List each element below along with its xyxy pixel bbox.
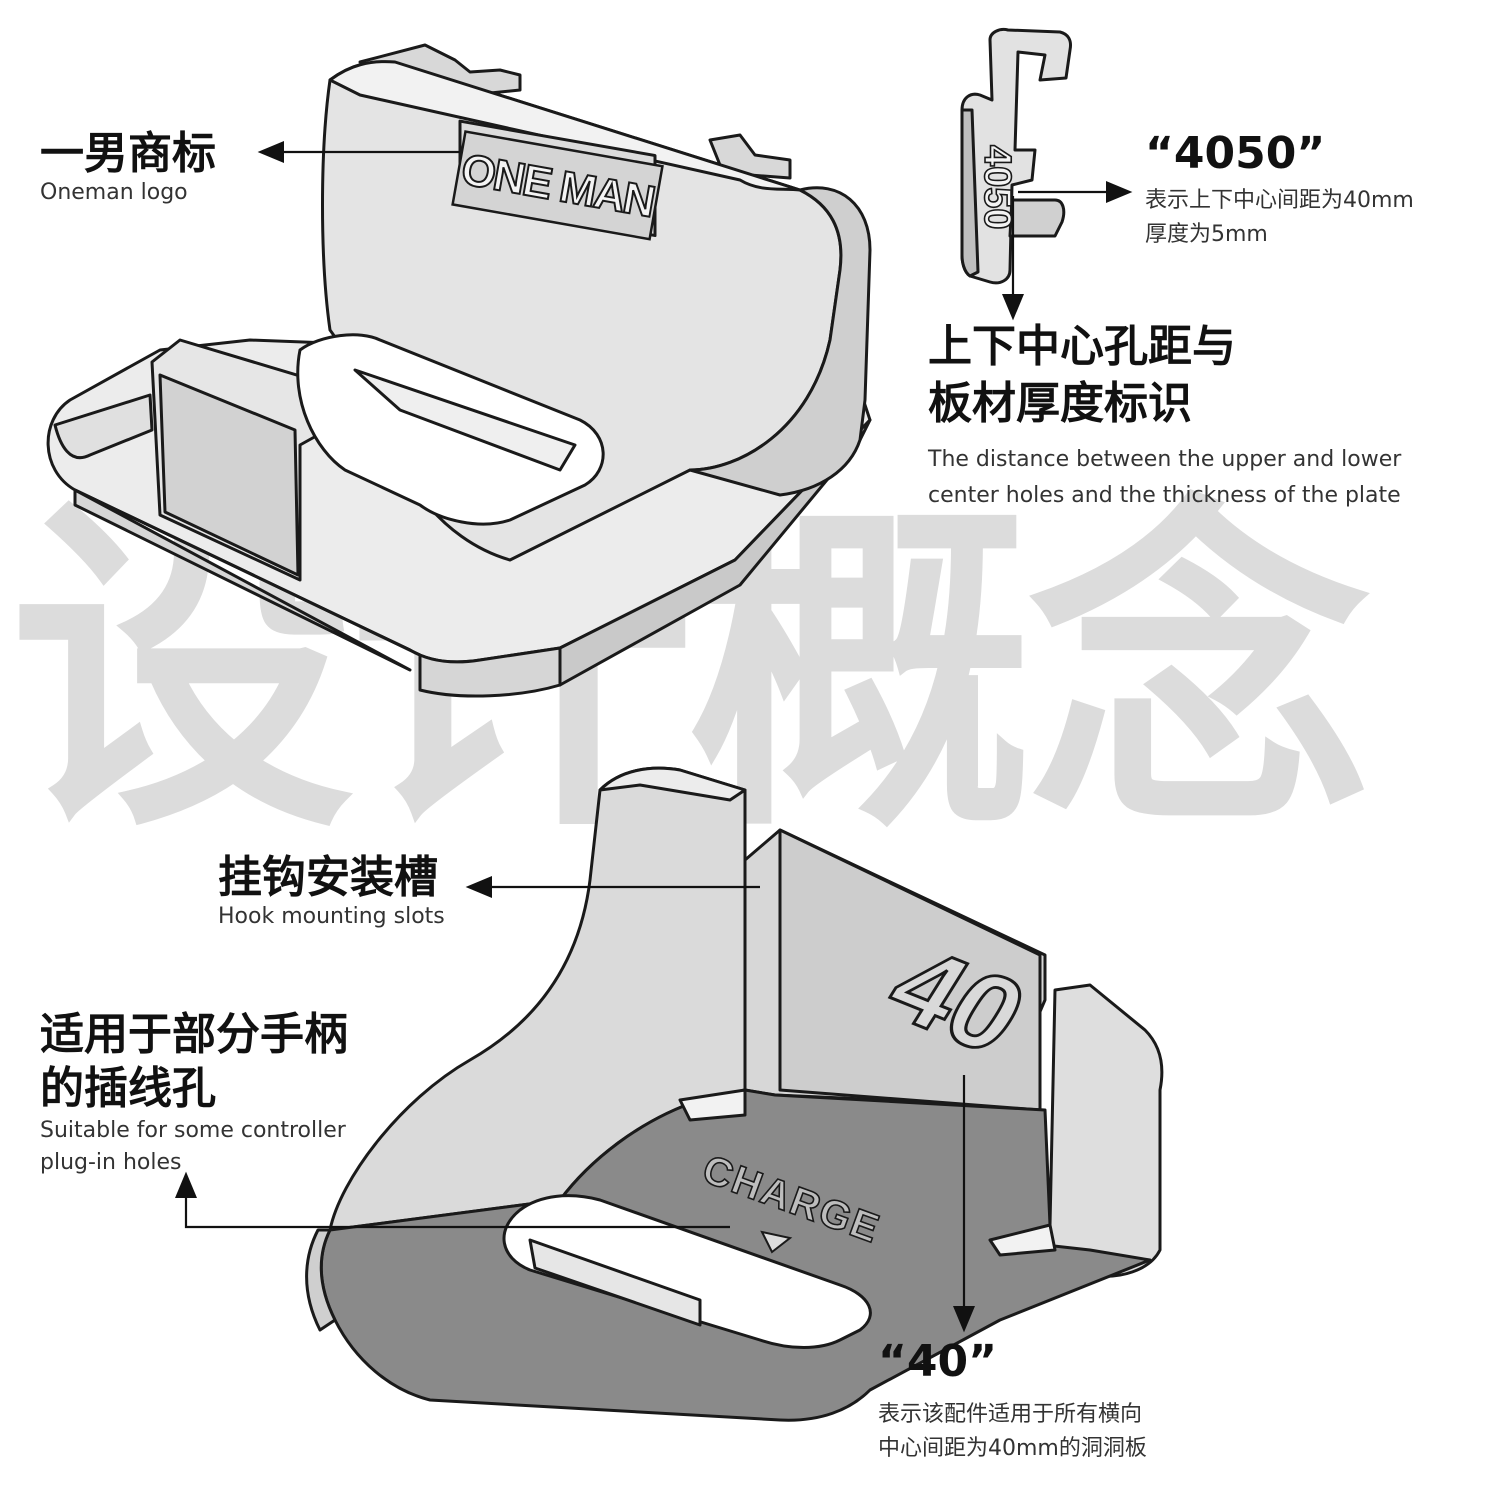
code-4050-quote: “4050” — [1145, 128, 1326, 179]
stand-square-boss-face — [158, 373, 300, 577]
annotation-logo: 一男商标 Oneman logo — [40, 128, 216, 206]
bottom-plate-edge — [305, 1228, 337, 1332]
logo-label-en: Oneman logo — [40, 179, 188, 205]
stand-left-tray — [53, 393, 154, 460]
bottom-cutout-left — [678, 1088, 747, 1122]
code-40-desc-2: 中心间距为40mm的洞洞板 — [878, 1436, 1147, 1461]
hole-mark-en-1: The distance between the upper and lower — [928, 447, 1402, 473]
stand-slot-inner — [353, 368, 577, 472]
hole-mark-en-2: center holes and the thickness of the pl… — [928, 482, 1401, 508]
code-40-quote: “40” — [878, 1336, 998, 1387]
leader-plug-hole — [175, 1171, 730, 1229]
stand-bottom-view — [305, 766, 1164, 1422]
logo-label-cn: 一男商标 — [40, 128, 216, 179]
plug-hole-inner — [528, 1238, 702, 1327]
plug-hole-en-2: plug-in holes — [40, 1150, 182, 1176]
plug-hole-en-1: Suitable for some controller — [40, 1118, 346, 1144]
hook-part — [960, 28, 1072, 285]
stand-backrest-side — [688, 186, 872, 497]
hook-side — [960, 108, 980, 278]
code-40-desc-1: 表示该配件适用于所有横向 — [878, 1401, 1143, 1427]
hook-tab — [1008, 198, 1066, 238]
stand-top-view — [46, 43, 872, 698]
hook-slot-en: Hook mounting slots — [218, 903, 445, 929]
code-4050-desc-2: 厚度为5mm — [1145, 221, 1268, 247]
bottom-cutout-right — [988, 1223, 1057, 1257]
leader-lines — [175, 141, 1133, 1333]
hole-mark-cn-2: 板材厚度标识 — [928, 378, 1192, 430]
code-4050-desc-1: 表示上下中心间距为40mm — [1145, 187, 1414, 213]
stand-top-rim — [328, 60, 802, 192]
bottom-left-block-top — [598, 766, 747, 802]
charge-arrow-icon — [760, 1230, 793, 1254]
hook-code-engraving: 4050 — [976, 145, 1018, 230]
plug-hole-cn-2: 的插线孔 — [40, 1062, 216, 1114]
annotation-plug-hole: 适用于部分手柄 的插线孔 Suitable for some controlle… — [40, 1008, 348, 1179]
plug-hole — [502, 1194, 872, 1349]
hook-slot-cn: 挂钩安装槽 — [218, 852, 438, 903]
annotation-4050: “4050” 表示上下中心间距为40mm 厚度为5mm — [1145, 128, 1414, 248]
hole-mark-cn-1: 上下中心孔距与 — [928, 321, 1236, 372]
annotation-40: “40” 表示该配件适用于所有横向 中心间距为40mm的洞洞板 — [878, 1336, 1147, 1466]
annotation-hole-mark: 上下中心孔距与 板材厚度标识 The distance between the … — [928, 318, 1401, 513]
annotation-hook-slot: 挂钩安装槽 Hook mounting slots — [218, 852, 445, 930]
plug-hole-cn-1: 适用于部分手柄 — [40, 1009, 348, 1060]
